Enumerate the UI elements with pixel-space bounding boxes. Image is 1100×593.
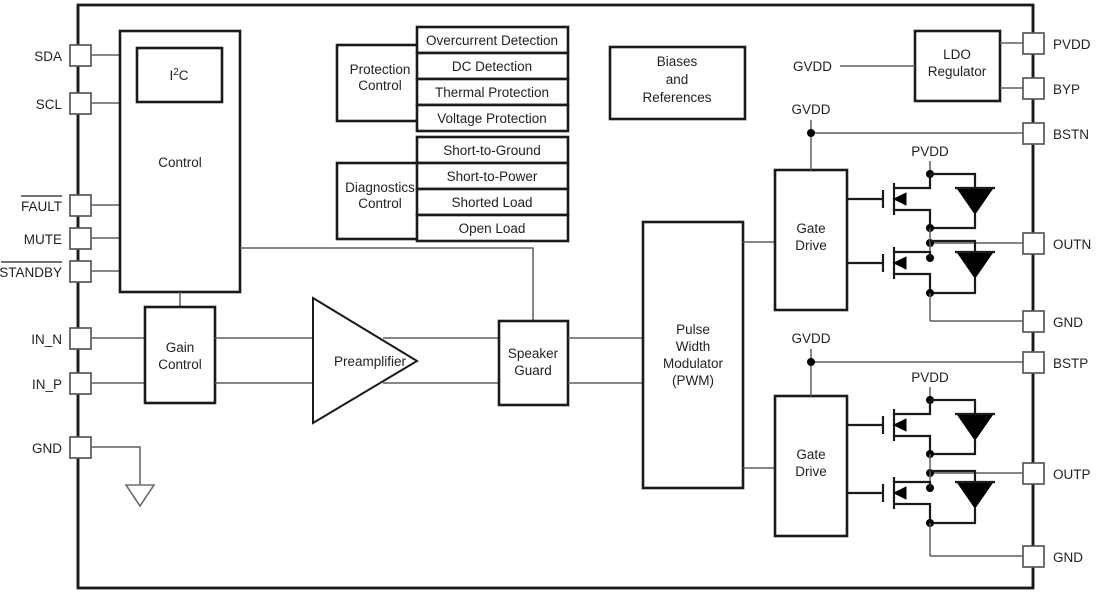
protection-row[interactable] — [415, 77, 570, 107]
pin-sda-label: SDA — [34, 49, 62, 64]
mosfet-high-side-top — [847, 174, 932, 228]
pin-gnd-left[interactable]: GND — [32, 436, 156, 508]
pin-pvdd-label: PVDD — [1053, 37, 1091, 52]
pin-bstn[interactable]: BSTN — [1022, 122, 1089, 145]
protection-row-label: Voltage Protection — [437, 111, 547, 126]
gate-drive-top-label-1: Gate — [796, 221, 825, 236]
pvdd-top-label: PVDD — [911, 144, 949, 159]
gain-control-label-1: Gain — [166, 340, 195, 355]
biases-label-1: Biases — [657, 54, 698, 69]
pin-byp[interactable]: BYP — [1022, 77, 1080, 100]
diagnostics-control-block[interactable] — [335, 161, 425, 241]
gate-drive-top-block[interactable] — [773, 168, 849, 312]
pwm-label-4: (PWM) — [672, 373, 714, 388]
preamplifier-label: Preamplifier — [334, 354, 407, 369]
pwm-label-3: Modulator — [663, 356, 724, 371]
diagnostics-row-label: Shorted Load — [451, 195, 532, 210]
protection-row-label: DC Detection — [452, 59, 532, 74]
ldo-gvdd-input-label: GVDD — [793, 59, 832, 74]
i2c-block[interactable] — [135, 46, 224, 104]
junction-dot — [807, 358, 815, 366]
gvdd-bottom-label: GVDD — [791, 331, 830, 346]
diagnostics-row[interactable] — [415, 213, 570, 243]
diagnostics-row-label: Open Load — [459, 221, 526, 236]
pin-gnd-right-top[interactable]: GND — [1022, 310, 1083, 333]
biases-label-2: and — [666, 72, 689, 87]
protection-row-label: Thermal Protection — [435, 85, 549, 100]
biases-references-block[interactable] — [608, 45, 747, 121]
mosfet-low-side-bottom — [847, 477, 932, 523]
mosfet-high-side-bottom — [847, 400, 932, 454]
pin-sda[interactable]: SDA — [34, 44, 120, 67]
pin-in-p[interactable]: IN_P — [32, 372, 145, 395]
ldo-label-1: LDO — [943, 47, 971, 62]
ldo-label-2: Regulator — [928, 64, 987, 79]
diode-low-side-top — [930, 239, 995, 295]
pin-in-n[interactable]: IN_N — [31, 327, 145, 350]
pin-byp-label: BYP — [1053, 82, 1080, 97]
control-block-label: Control — [158, 155, 202, 170]
protection-control-label-1: Protection — [350, 62, 411, 77]
biases-label-3: References — [642, 90, 711, 105]
pin-standby[interactable]: STANDBY — [0, 260, 120, 283]
diagnostics-row-list: Short-to-Ground Short-to-Power Shorted L… — [415, 135, 570, 243]
pin-fault-label: FAULT — [21, 199, 62, 214]
protection-row[interactable] — [415, 25, 570, 55]
pin-mute[interactable]: MUTE — [24, 227, 120, 250]
pin-in-p-label: IN_P — [32, 377, 62, 392]
gain-control-block[interactable] — [143, 305, 217, 405]
pin-outn-label: OUTN — [1053, 237, 1091, 252]
pwm-label-2: Width — [676, 339, 711, 354]
diagnostics-row-label: Short-to-Ground — [443, 143, 541, 158]
junction-dot — [807, 129, 815, 137]
gvdd-top-label: GVDD — [791, 102, 830, 117]
speaker-guard-label-2: Guard — [514, 363, 552, 378]
pin-standby-label: STANDBY — [0, 265, 62, 280]
pin-outn[interactable]: OUTN — [1022, 232, 1091, 255]
speaker-guard-label-1: Speaker — [508, 346, 559, 361]
pwm-label-1: Pulse — [676, 322, 710, 337]
mosfet-low-side-top — [847, 247, 932, 293]
gain-control-label-2: Control — [158, 357, 202, 372]
gate-drive-bottom-label-2: Drive — [795, 464, 827, 479]
diode-low-side-bottom — [930, 469, 995, 525]
pin-gnd-right-bottom[interactable]: GND — [1022, 545, 1083, 568]
pin-bstp[interactable]: BSTP — [1022, 351, 1088, 374]
protection-row-label: Overcurrent Detection — [426, 33, 558, 48]
pin-gnd-right-bottom-label: GND — [1053, 550, 1083, 565]
speaker-guard-block[interactable] — [497, 319, 570, 407]
diagnostics-control-label-1: Diagnostics — [345, 180, 415, 195]
pin-fault[interactable]: FAULT — [21, 194, 120, 217]
pin-gnd-right-top-label: GND — [1053, 315, 1083, 330]
pin-bstn-label: BSTN — [1053, 127, 1089, 142]
pin-bstp-label: BSTP — [1053, 356, 1088, 371]
wire-control-to-speaker-guard — [240, 247, 534, 321]
diode-high-side-bottom — [930, 398, 995, 456]
gate-drive-bottom-block[interactable] — [773, 394, 849, 538]
pin-pvdd[interactable]: PVDD — [1022, 32, 1091, 55]
diagnostics-row-label: Short-to-Power — [447, 169, 538, 184]
pwm-block[interactable] — [641, 220, 745, 490]
protection-row[interactable] — [415, 103, 570, 133]
pin-scl[interactable]: SCL — [36, 92, 120, 115]
diagnostics-control-label-2: Control — [358, 196, 402, 211]
pin-gnd-left-label: GND — [32, 441, 62, 456]
preamplifier-block[interactable] — [312, 296, 419, 425]
diode-high-side-top — [930, 172, 995, 230]
ldo-regulator-block[interactable] — [913, 29, 1002, 103]
protection-control-block[interactable] — [335, 43, 425, 123]
pvdd-bottom-label: PVDD — [911, 370, 949, 385]
pin-mute-label: MUTE — [24, 232, 62, 247]
pin-outp[interactable]: OUTP — [1022, 462, 1091, 485]
pin-outp-label: OUTP — [1053, 467, 1091, 482]
protection-row-list: Overcurrent Detection DC Detection Therm… — [415, 25, 570, 133]
pin-scl-label: SCL — [36, 97, 63, 112]
protection-control-label-2: Control — [358, 78, 402, 93]
pin-in-n-label: IN_N — [31, 332, 62, 347]
ground-symbol — [124, 484, 156, 508]
protection-row[interactable] — [415, 51, 570, 81]
gate-drive-bottom-label-1: Gate — [796, 447, 825, 462]
gate-drive-top-label-2: Drive — [795, 238, 827, 253]
i2c-block-label: I2C — [169, 67, 188, 83]
